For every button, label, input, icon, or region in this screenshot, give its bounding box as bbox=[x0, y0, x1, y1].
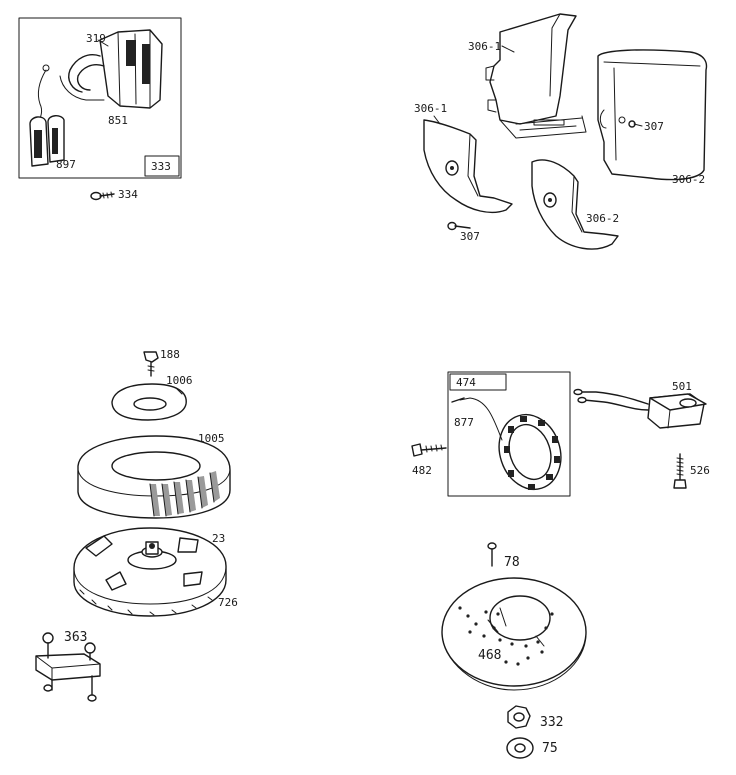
kit-333-group: 333 319 851 897 bbox=[18, 17, 182, 179]
label-307-right: 307 bbox=[644, 120, 664, 133]
screw-307-right bbox=[628, 120, 643, 128]
label-306-2-bottom: 306-2 bbox=[586, 212, 619, 225]
rectifier-501 bbox=[573, 388, 707, 429]
shroud-306-2-upper bbox=[597, 49, 708, 181]
label-1006: 1006 bbox=[166, 374, 193, 387]
label-482: 482 bbox=[412, 464, 432, 477]
screw-78 bbox=[487, 542, 497, 567]
kit-474-frame bbox=[447, 371, 571, 497]
label-726: 726 bbox=[218, 596, 238, 609]
label-332: 332 bbox=[540, 715, 563, 730]
bolt-482 bbox=[411, 443, 447, 457]
screw-188 bbox=[143, 351, 159, 377]
label-306-1-left: 306-1 bbox=[414, 102, 447, 115]
screw-526 bbox=[673, 453, 687, 489]
kit-474-group: 474 877 bbox=[447, 371, 571, 497]
flywheel-468 bbox=[441, 577, 587, 691]
kit-333-label-box bbox=[144, 155, 180, 177]
label-188: 188 bbox=[160, 348, 180, 361]
nut-332 bbox=[507, 705, 531, 729]
label-1005: 1005 bbox=[198, 432, 225, 445]
shroud-306-1-upper bbox=[485, 13, 587, 139]
bracket-363 bbox=[35, 632, 101, 702]
label-851: 851 bbox=[108, 114, 128, 127]
label-363: 363 bbox=[64, 630, 87, 645]
label-307-left: 307 bbox=[460, 230, 480, 243]
kit-474-label-box bbox=[449, 373, 507, 391]
screw-307-left bbox=[447, 221, 471, 231]
ignition-module-319 bbox=[59, 29, 163, 109]
label-474: 474 bbox=[456, 376, 476, 389]
label-334: 334 bbox=[118, 188, 138, 201]
washer-75 bbox=[506, 737, 534, 759]
label-501: 501 bbox=[672, 380, 692, 393]
label-78: 78 bbox=[504, 555, 520, 570]
shroud-306-1-lower bbox=[423, 119, 513, 214]
shroud-306-2-lower bbox=[531, 159, 619, 250]
label-306-2-right: 306-2 bbox=[672, 173, 705, 186]
screw-334 bbox=[90, 191, 115, 201]
label-526: 526 bbox=[690, 464, 710, 477]
label-306-1-top: 306-1 bbox=[468, 40, 501, 53]
cup-1006 bbox=[111, 383, 187, 421]
brush-pieces-897 bbox=[29, 115, 65, 167]
label-75: 75 bbox=[542, 741, 558, 756]
label-897: 897 bbox=[56, 158, 76, 171]
screen-1005 bbox=[77, 435, 231, 519]
label-333: 333 bbox=[151, 160, 171, 173]
kit-333-frame bbox=[18, 17, 182, 179]
stator-877 bbox=[451, 397, 562, 491]
label-23: 23 bbox=[212, 532, 225, 545]
label-877: 877 bbox=[454, 416, 474, 429]
label-468: 468 bbox=[478, 648, 501, 663]
flywheel-23 bbox=[73, 527, 227, 617]
